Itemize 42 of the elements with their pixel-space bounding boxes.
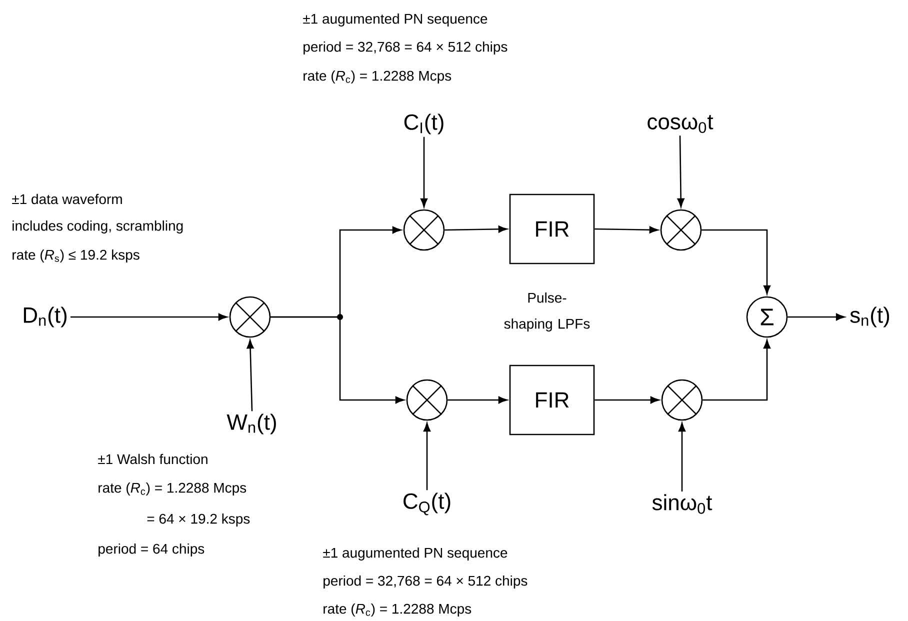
multiplier-circle [406,379,448,421]
annotation: rate (R$_{s}$) ≤ 19.2 ksps [12,249,140,263]
arrow [594,226,658,234]
arrow [702,229,771,294]
multiplier-circle [403,209,445,251]
arrow [423,422,431,490]
multiplier-circle [229,296,271,338]
signal-label: sinω$_{0}$t [652,494,712,514]
arrow [270,316,404,404]
arrow [444,226,508,233]
annotation: rate (R$_{c}$) = 1.2288 Mcps [304,70,452,84]
arrow [246,340,254,412]
multiplier-circle [661,379,703,421]
arrow [70,313,228,321]
arrow [420,136,428,208]
signal-label: C$_{I}$(t) [404,114,444,134]
annotation: ±1 augumented PN sequence [323,547,508,561]
arrow [594,396,660,404]
annotation: period = 64 chips [98,543,204,557]
signal-label: W$_{n}$(t) [226,414,276,434]
signal-label: C$_{Q}$(t) [404,492,450,516]
arrow [788,313,845,321]
arrow [677,136,684,208]
filter-box: FIR [509,364,595,436]
annotation: period = 32,768 = 64 × 512 chips [324,575,528,589]
annotation: ±1 augumented PN sequence [303,13,488,27]
annotation: ±1 Walsh function [98,454,208,464]
arrow [448,396,508,404]
annotation: rate (R$_{c}$) = 1.2288 Mcps [324,603,472,617]
annotation: includes coding, scrambling [12,220,183,234]
annotation: Pulse-shaping LPFs [504,292,590,332]
filter-box: FIR [509,194,595,264]
signal-label: s$_{n}$(t) [850,306,890,328]
annotation: rate (R$_{c}$) = 1.2288 Mcps [98,482,246,496]
arrow [678,422,686,492]
multiplier-circle [660,209,702,251]
signal-label: D$_{n}$(t) [24,306,66,328]
annotation: period = 32,768 = 64 × 512 chips [304,41,508,55]
annotation: ±1 data waveform [12,194,122,204]
arrow [702,340,771,401]
signal-label: cosω$_{0}$t [648,115,714,133]
annotation: = 64 × 19.2 ksps [147,513,250,527]
